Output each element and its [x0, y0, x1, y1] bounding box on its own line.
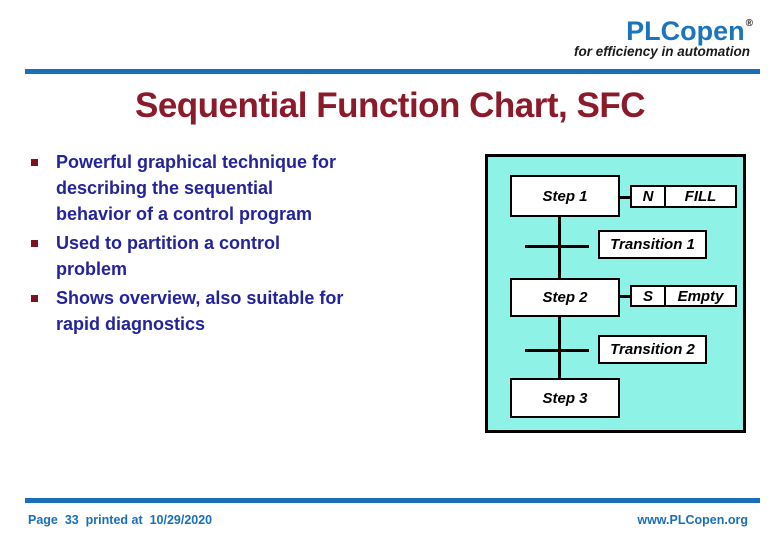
action-name-2: Empty: [677, 287, 724, 305]
step-box-3: Step 3: [510, 378, 620, 418]
footer-rule: [25, 498, 760, 503]
bullet-marker-icon: [31, 159, 38, 166]
bullet-item: Powerful graphical technique for describ…: [31, 149, 431, 227]
step-box-2: Step 2: [510, 278, 620, 317]
bullet-marker-icon: [31, 295, 38, 302]
action-block-1: N FILL: [630, 185, 737, 208]
bullet-text: Powerful graphical technique for describ…: [56, 152, 337, 224]
plcopen-logo: PLCopen®: [626, 16, 753, 47]
sfc-diagram-panel: Step 1 N FILL Transition 1 Step 2 S Empt…: [485, 154, 746, 433]
bullet-text: Used to partition a control problem: [56, 233, 281, 279]
step1-action-link: [620, 196, 630, 199]
step-box-1: Step 1: [510, 175, 620, 217]
bullet-item: Used to partition a control problem: [31, 230, 431, 282]
header-rule: [25, 69, 760, 74]
logo-tagline: for efficiency in automation: [573, 44, 750, 59]
step2-action-link: [620, 295, 630, 298]
bullet-item: Shows overview, also suitable for rapid …: [31, 285, 431, 337]
slide-title: Sequential Function Chart, SFC: [134, 86, 646, 125]
action-name-1: FILL: [684, 188, 717, 205]
plcopen-logo-text: PLCopen: [626, 16, 745, 46]
bullet-text: Shows overview, also suitable for rapid …: [56, 288, 344, 334]
website-url: www.PLCopen.org: [637, 513, 748, 527]
vertical-link-2: [558, 317, 561, 378]
page-info: Page 33 printed at 10/29/2020: [28, 513, 213, 527]
action-qualifier-2: S: [632, 287, 666, 305]
bullet-marker-icon: [31, 240, 38, 247]
action-qualifier-1: N: [632, 187, 666, 206]
action-block-2: S Empty: [630, 285, 737, 307]
transition-box-1: Transition 1: [598, 230, 707, 259]
transition-bar-1: [525, 245, 589, 248]
registered-trademark-icon: ®: [745, 18, 753, 29]
transition-bar-2: [525, 349, 589, 352]
transition-box-2: Transition 2: [598, 335, 707, 364]
bullet-list: Powerful graphical technique for describ…: [31, 149, 431, 340]
